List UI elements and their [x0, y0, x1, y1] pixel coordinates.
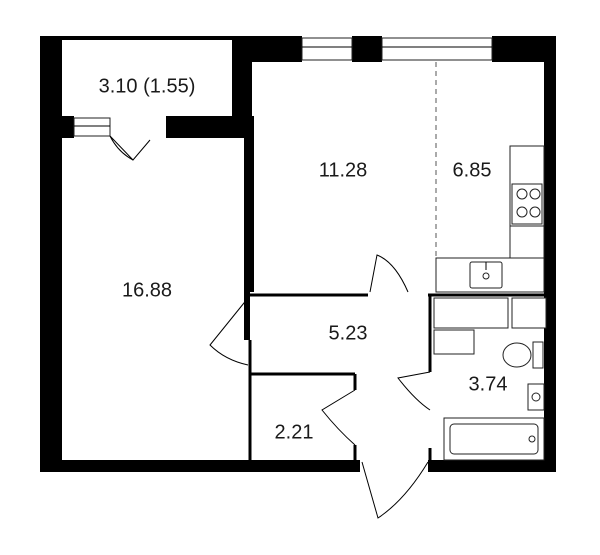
outer-walls — [40, 36, 556, 472]
door-swings — [109, 135, 431, 519]
interior-walls — [244, 293, 548, 462]
windows — [73, 37, 493, 137]
bedroom-area-label: 16.88 — [122, 279, 172, 301]
washbasin-icon — [527, 383, 545, 411]
living-room-area-label: 11.28 — [319, 159, 368, 181]
bathroom-area-label: 3.74 — [469, 373, 508, 395]
hallway-area-label: 5.23 — [329, 322, 368, 344]
storage-area-label: 2.21 — [275, 421, 314, 443]
stove-icon — [511, 183, 543, 225]
kitchen-area-label: 6.85 — [453, 159, 492, 181]
bathtub-icon — [443, 417, 545, 461]
bathroom-fixtures — [433, 297, 547, 355]
kitchen-sink-icon — [469, 261, 503, 289]
toilet-icon — [502, 341, 544, 369]
balcony-area-label: 3.10 (1.55) — [99, 75, 196, 97]
